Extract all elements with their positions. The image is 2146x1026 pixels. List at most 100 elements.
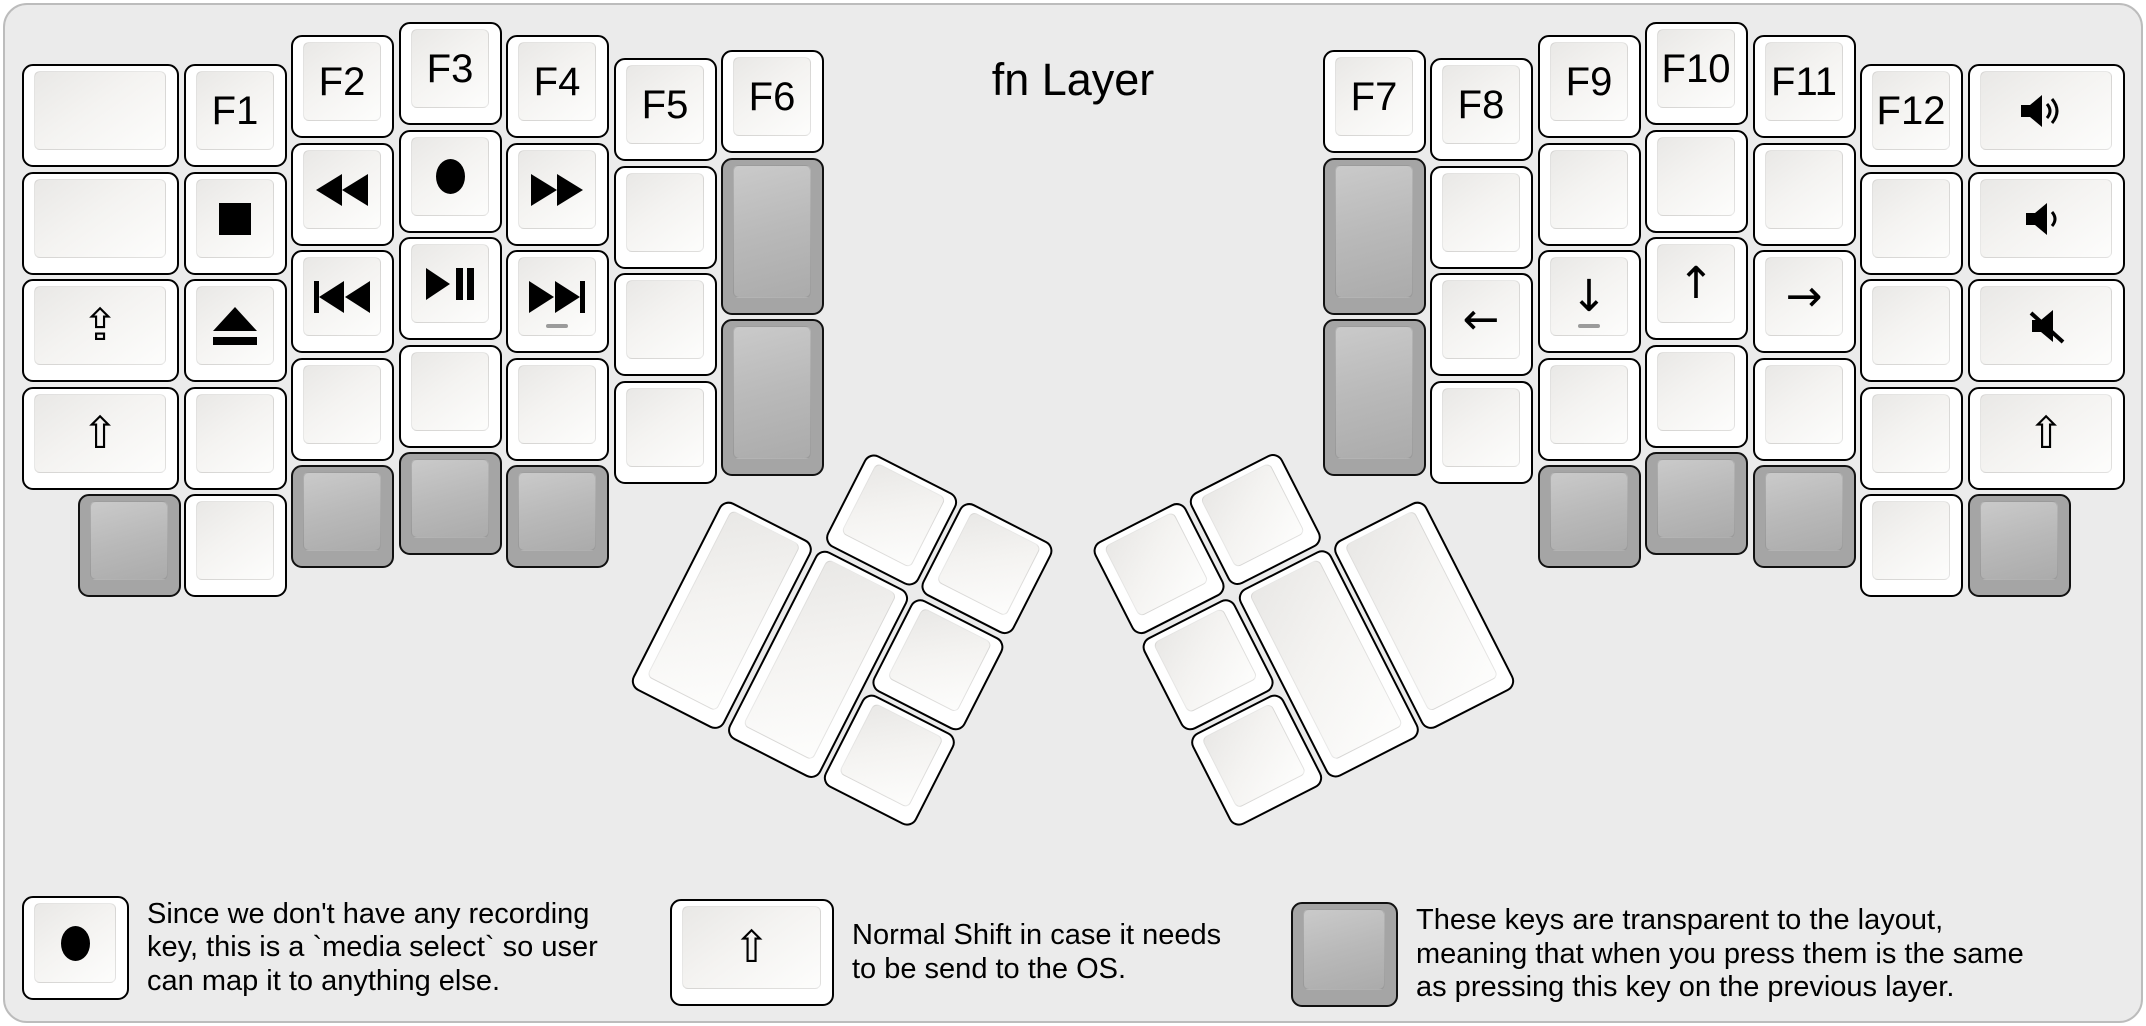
key-blank[interactable] — [614, 381, 717, 484]
keycap-surface — [838, 702, 944, 809]
keycap-surface — [1201, 703, 1307, 809]
key-f3[interactable]: F3 — [399, 22, 502, 125]
legend-key-media-select — [22, 896, 129, 1000]
key-transparent[interactable] — [291, 465, 394, 568]
key-f11[interactable]: F11 — [1753, 35, 1856, 138]
keycap-surface — [1980, 179, 2112, 258]
key-shift-left[interactable]: ⇧ — [22, 387, 179, 490]
key-prev-track[interactable] — [291, 250, 394, 353]
key-transparent[interactable] — [78, 494, 181, 597]
key-blank[interactable] — [1860, 279, 1963, 382]
key-blank[interactable] — [184, 494, 287, 597]
key-f5[interactable]: F5 — [614, 58, 717, 161]
key-blank[interactable] — [22, 172, 179, 275]
key-blank[interactable] — [614, 273, 717, 376]
volume-down-icon — [2026, 202, 2066, 236]
keycap-surface — [411, 352, 489, 431]
key-f9[interactable]: F9 — [1538, 35, 1641, 138]
key-blank[interactable] — [1860, 494, 1963, 597]
key-play-pause[interactable] — [399, 237, 502, 340]
keycap-surface: F9 — [1550, 42, 1628, 121]
key-f11-label: F11 — [1771, 59, 1837, 104]
key-blank[interactable] — [1860, 172, 1963, 275]
key-blank[interactable] — [1860, 387, 1963, 490]
key-fast-forward[interactable] — [506, 143, 609, 246]
key-transparent[interactable] — [1323, 319, 1426, 476]
key-f10[interactable]: F10 — [1645, 22, 1748, 125]
key-blank[interactable] — [291, 358, 394, 461]
key-volume-up[interactable] — [1968, 64, 2125, 167]
legend-item-media-select: Since we don't have any recording key, t… — [22, 896, 598, 1000]
key-f1[interactable]: F1 — [184, 64, 287, 167]
key-blank[interactable] — [1753, 358, 1856, 461]
key-blank[interactable] — [1645, 130, 1748, 233]
key-blank[interactable] — [506, 358, 609, 461]
key-media-select[interactable] — [399, 130, 502, 233]
key-transparent[interactable] — [721, 158, 824, 315]
key-blank[interactable] — [1753, 143, 1856, 246]
legend-text: Normal Shift in case it needs to be send… — [852, 919, 1222, 985]
key-transparent[interactable] — [1538, 465, 1641, 568]
key-f12[interactable]: F12 — [1860, 64, 1963, 167]
keycap-surface: F10 — [1657, 29, 1735, 108]
key-blank[interactable] — [1645, 345, 1748, 448]
keycap-surface — [1550, 472, 1628, 551]
key-f2[interactable]: F2 — [291, 35, 394, 138]
legend-key-slot: ⇧ — [670, 899, 834, 1006]
key-blank[interactable] — [1430, 381, 1533, 484]
rewind-icon — [316, 173, 368, 206]
key-transparent[interactable] — [506, 465, 609, 568]
key-blank[interactable] — [1538, 358, 1641, 461]
key-f7[interactable]: F7 — [1323, 50, 1426, 153]
key-blank[interactable] — [22, 64, 179, 167]
key-f4-label: F4 — [533, 59, 581, 104]
keycap-surface — [1442, 388, 1520, 467]
key-transparent[interactable] — [721, 319, 824, 476]
key-blank[interactable] — [184, 387, 287, 490]
key-transparent[interactable] — [1323, 158, 1426, 315]
key-f8[interactable]: F8 — [1430, 58, 1533, 161]
keycap-surface — [411, 459, 489, 538]
homing-bar — [546, 324, 568, 328]
keycap-surface — [34, 71, 166, 150]
key-arrow-up-label: ↑ — [1677, 257, 1715, 309]
keycap-surface — [303, 472, 381, 551]
legend-key-transparent — [1291, 902, 1398, 1007]
key-transparent[interactable] — [399, 452, 502, 555]
key-blank[interactable] — [1430, 166, 1533, 269]
keycap-surface — [626, 280, 704, 359]
key-blank[interactable] — [614, 166, 717, 269]
key-f2-label: F2 — [318, 59, 366, 104]
key-shift-right[interactable]: ⇧ — [1968, 387, 2125, 490]
key-arrow-up[interactable]: ↑ — [1645, 237, 1748, 340]
key-eject[interactable] — [184, 279, 287, 382]
key-next-track[interactable] — [506, 250, 609, 353]
stop-icon — [219, 202, 251, 235]
keycap-surface — [626, 388, 704, 467]
key-f4[interactable]: F4 — [506, 35, 609, 138]
key-transparent[interactable] — [1645, 452, 1748, 555]
key-transparent[interactable] — [1753, 465, 1856, 568]
key-caps-lock[interactable]: ⇪ — [22, 279, 179, 382]
keycap-surface: F4 — [518, 42, 596, 121]
key-f6[interactable]: F6 — [721, 50, 824, 153]
legend-item-shift: ⇧ Normal Shift in case it needs to be se… — [670, 899, 1221, 1006]
key-volume-down[interactable] — [1968, 172, 2125, 275]
key-mute[interactable] — [1968, 279, 2125, 382]
key-blank[interactable] — [1538, 143, 1641, 246]
keycap-surface — [303, 257, 381, 336]
keycap-surface — [518, 472, 596, 551]
keycap-surface — [34, 903, 116, 983]
keycap-surface — [1765, 472, 1843, 551]
key-rewind[interactable] — [291, 143, 394, 246]
key-arrow-down[interactable]: ↓ — [1538, 250, 1641, 353]
keycap-surface: F6 — [733, 57, 811, 136]
keycap-surface — [196, 501, 274, 580]
key-caps-lock-label: ⇪ — [81, 299, 119, 351]
key-media-stop[interactable] — [184, 172, 287, 275]
keycap-surface — [196, 394, 274, 473]
key-arrow-left[interactable]: ← — [1430, 273, 1533, 376]
key-arrow-right[interactable]: → — [1753, 250, 1856, 353]
key-transparent[interactable] — [1968, 494, 2071, 597]
key-blank[interactable] — [399, 345, 502, 448]
